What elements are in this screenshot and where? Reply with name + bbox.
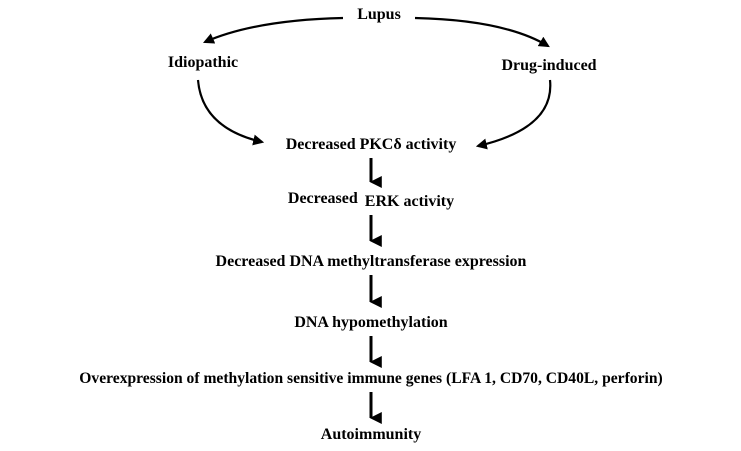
node-idiopathic: Idiopathic bbox=[167, 54, 239, 71]
node-lupus: Lupus bbox=[357, 6, 401, 23]
node-decreased-erk-activity: Decreased ERK activity bbox=[287, 189, 455, 210]
arrow-lupus-to-drug-induced bbox=[414, 16, 550, 48]
arrow-drug-induced-to-pkc bbox=[475, 79, 552, 150]
node-drug-induced: Drug-induced bbox=[501, 57, 597, 74]
node-autoimmunity: Autoimmunity bbox=[320, 426, 422, 443]
node-decreased-pkc-activity: Decreased PKCδ activity bbox=[285, 136, 457, 153]
node-overexpression-immune-genes: Overexpression of methylation sensitive … bbox=[79, 370, 663, 387]
node-dna-hypomethylation: DNA hypomethylation bbox=[294, 314, 448, 331]
erk-prefix: Decreased bbox=[287, 190, 358, 207]
node-decreased-dna-methyltransferase-expression: Decreased DNA methyltransferase expressi… bbox=[215, 253, 527, 270]
arrow-idiopathic-to-pkc bbox=[196, 79, 265, 146]
arrow-lupus-to-idiopathic bbox=[202, 16, 344, 44]
erk-suffix: ERK activity bbox=[364, 193, 455, 210]
